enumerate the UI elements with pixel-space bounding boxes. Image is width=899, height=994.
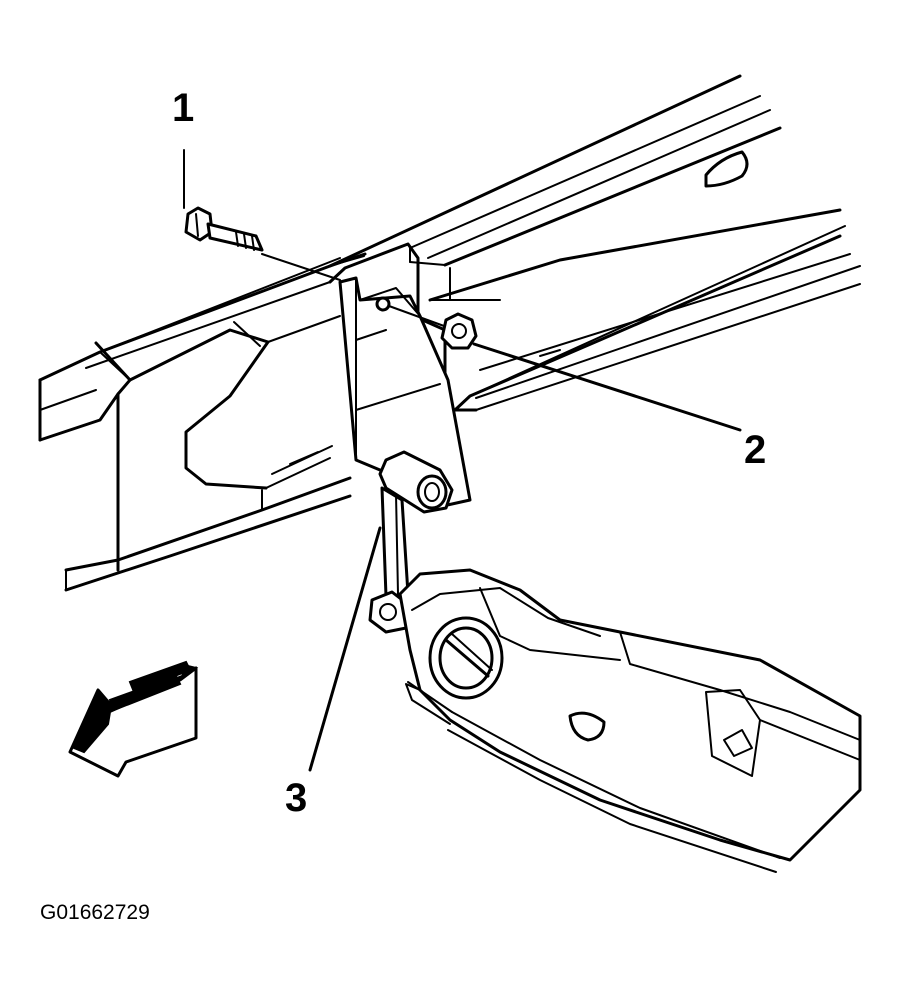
callout-1: 1	[172, 86, 195, 130]
callout-3: 3	[285, 776, 308, 820]
lower-control-arm	[398, 568, 862, 873]
front-direction-arrow-icon	[68, 660, 199, 778]
figure-id: G01662729	[40, 901, 150, 924]
bolt-part	[183, 149, 341, 281]
nut-part	[388, 305, 742, 432]
callout-2: 2	[744, 428, 767, 472]
stabilizer-link	[308, 450, 454, 772]
link-bracket	[338, 276, 472, 510]
